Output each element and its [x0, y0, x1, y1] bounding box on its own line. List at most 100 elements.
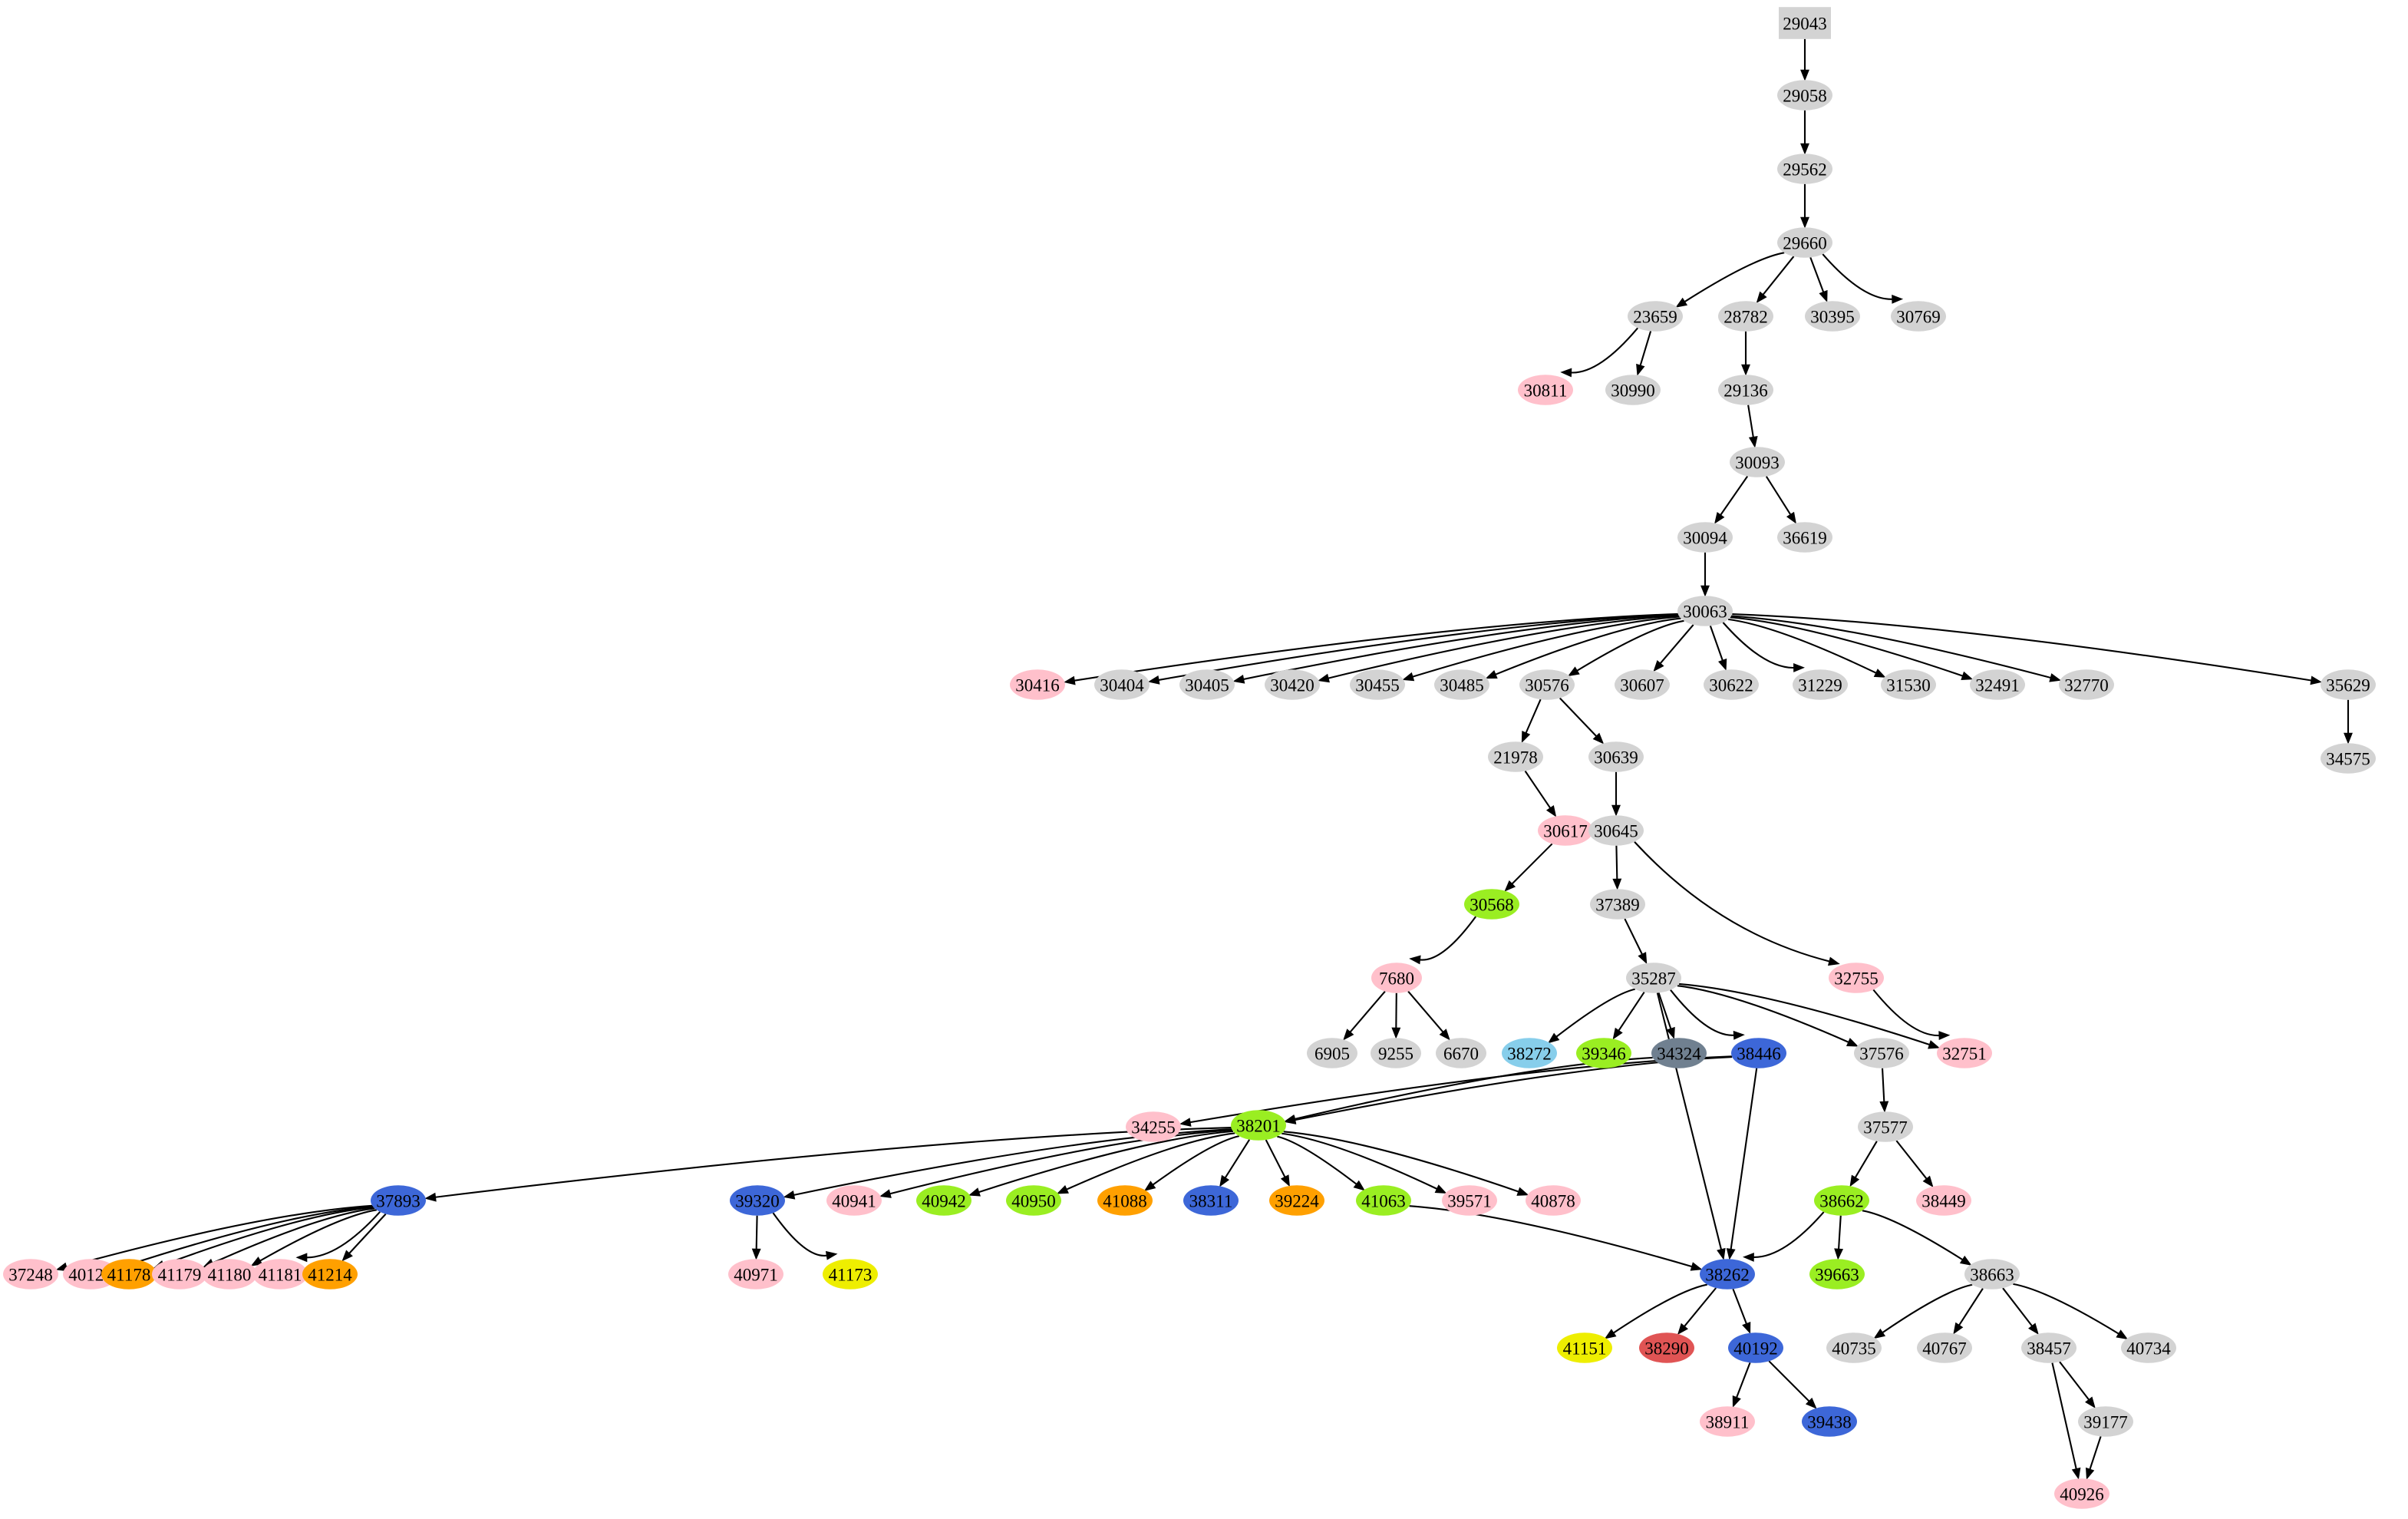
graph-node[interactable]: 39224 — [1269, 1185, 1324, 1216]
graph-node[interactable]: 21978 — [1488, 741, 1543, 772]
graph-node[interactable]: 30420 — [1265, 669, 1320, 700]
node-ellipse-shape[interactable] — [1538, 815, 1593, 846]
graph-node[interactable]: 30811 — [1518, 375, 1573, 405]
graph-node[interactable]: 29562 — [1777, 154, 1832, 184]
graph-node[interactable]: 32755 — [1829, 963, 1884, 993]
node-ellipse-shape[interactable] — [1718, 375, 1773, 405]
graph-node[interactable]: 40192 — [1728, 1332, 1783, 1363]
node-ellipse-shape[interactable] — [1730, 447, 1785, 477]
node-ellipse-shape[interactable] — [1010, 669, 1065, 700]
node-ellipse-shape[interactable] — [1097, 1185, 1153, 1216]
node-ellipse-shape[interactable] — [1588, 741, 1644, 772]
node-ellipse-shape[interactable] — [1937, 1038, 1992, 1068]
node-ellipse-shape[interactable] — [2059, 669, 2114, 700]
node-ellipse-shape[interactable] — [823, 1259, 878, 1289]
node-ellipse-shape[interactable] — [1704, 669, 1759, 700]
node-ellipse-shape[interactable] — [1677, 522, 1733, 553]
graph-node[interactable]: 35629 — [2321, 669, 2376, 700]
graph-node[interactable]: 38911 — [1700, 1406, 1755, 1437]
graph-node[interactable]: 38311 — [1183, 1185, 1239, 1216]
node-ellipse-shape[interactable] — [1434, 669, 1489, 700]
node-ellipse-shape[interactable] — [2021, 1332, 2076, 1363]
node-ellipse-shape[interactable] — [1615, 669, 1670, 700]
graph-node[interactable]: 23659 — [1628, 301, 1683, 332]
node-ellipse-shape[interactable] — [202, 1259, 257, 1289]
graph-node[interactable]: 36619 — [1777, 522, 1832, 553]
node-ellipse-shape[interactable] — [1731, 1038, 1786, 1068]
node-ellipse-shape[interactable] — [1700, 1406, 1755, 1437]
graph-node[interactable]: 39177 — [2078, 1406, 2133, 1437]
node-ellipse-shape[interactable] — [1588, 815, 1644, 846]
graph-node[interactable]: 38290 — [1639, 1332, 1694, 1363]
graph-node[interactable]: 41180 — [202, 1259, 257, 1289]
graph-node[interactable]: 32491 — [1970, 669, 2025, 700]
graph-node[interactable]: 30405 — [1179, 669, 1235, 700]
node-ellipse-shape[interactable] — [1502, 1038, 1557, 1068]
node-ellipse-shape[interactable] — [1728, 1332, 1783, 1363]
graph-node[interactable]: 6670 — [1436, 1038, 1486, 1068]
graph-node[interactable]: 7680 — [1371, 963, 1422, 993]
graph-node[interactable]: 41214 — [302, 1259, 358, 1289]
node-ellipse-shape[interactable] — [1519, 669, 1575, 700]
graph-node[interactable]: 30093 — [1730, 447, 1785, 477]
node-ellipse-shape[interactable] — [1488, 741, 1543, 772]
node-ellipse-shape[interactable] — [1442, 1185, 1497, 1216]
graph-node[interactable]: 38272 — [1502, 1038, 1557, 1068]
node-ellipse-shape[interactable] — [1777, 522, 1832, 553]
graph-node[interactable]: 34324 — [1651, 1038, 1707, 1068]
node-ellipse-shape[interactable] — [302, 1259, 358, 1289]
node-ellipse-shape[interactable] — [916, 1185, 971, 1216]
node-ellipse-shape[interactable] — [1183, 1185, 1239, 1216]
graph-node[interactable]: 29136 — [1718, 375, 1773, 405]
graph-node[interactable]: 40926 — [2054, 1478, 2109, 1509]
graph-node[interactable]: 29660 — [1777, 227, 1832, 258]
graph-node[interactable]: 30639 — [1588, 741, 1644, 772]
graph-node[interactable]: 38662 — [1814, 1185, 1869, 1216]
graph-node[interactable]: 41181 — [252, 1259, 308, 1289]
node-ellipse-shape[interactable] — [1356, 1185, 1411, 1216]
node-ellipse-shape[interactable] — [1006, 1185, 1061, 1216]
node-ellipse-shape[interactable] — [1793, 669, 1848, 700]
graph-node[interactable]: 39571 — [1442, 1185, 1497, 1216]
node-ellipse-shape[interactable] — [1371, 1038, 1421, 1068]
graph-node[interactable]: 40878 — [1526, 1185, 1581, 1216]
node-ellipse-shape[interactable] — [1350, 669, 1405, 700]
graph-node[interactable]: 40942 — [916, 1185, 971, 1216]
graph-node[interactable]: 41179 — [152, 1259, 207, 1289]
node-ellipse-shape[interactable] — [1576, 1038, 1631, 1068]
graph-node[interactable]: 37577 — [1858, 1111, 1913, 1142]
node-ellipse-shape[interactable] — [1265, 669, 1320, 700]
node-ellipse-shape[interactable] — [1700, 1259, 1755, 1289]
graph-node[interactable]: 30576 — [1519, 669, 1575, 700]
graph-node[interactable]: 37576 — [1854, 1038, 1909, 1068]
graph-node[interactable]: 30607 — [1615, 669, 1670, 700]
graph-node[interactable]: 37248 — [3, 1259, 58, 1289]
node-ellipse-shape[interactable] — [1605, 375, 1661, 405]
graph-node[interactable]: 31229 — [1793, 669, 1848, 700]
graph-node[interactable]: 41063 — [1356, 1185, 1411, 1216]
node-ellipse-shape[interactable] — [1307, 1038, 1357, 1068]
node-ellipse-shape[interactable] — [1557, 1332, 1612, 1363]
node-ellipse-shape[interactable] — [1964, 1259, 2020, 1289]
node-ellipse-shape[interactable] — [1718, 301, 1773, 332]
graph-node[interactable]: 30622 — [1704, 669, 1759, 700]
node-box-shape[interactable] — [1779, 7, 1831, 39]
graph-node[interactable]: 30063 — [1677, 596, 1733, 626]
node-ellipse-shape[interactable] — [1677, 596, 1733, 626]
node-ellipse-shape[interactable] — [1126, 1111, 1181, 1142]
node-ellipse-shape[interactable] — [2078, 1406, 2133, 1437]
graph-node[interactable]: 38262 — [1700, 1259, 1755, 1289]
node-ellipse-shape[interactable] — [1436, 1038, 1486, 1068]
graph-node[interactable]: 30568 — [1464, 889, 1519, 920]
graph-node[interactable]: 41088 — [1097, 1185, 1153, 1216]
graph-node[interactable]: 30416 — [1010, 669, 1065, 700]
graph-node[interactable]: 40950 — [1006, 1185, 1061, 1216]
graph-node[interactable]: 9255 — [1371, 1038, 1421, 1068]
node-ellipse-shape[interactable] — [1777, 227, 1832, 258]
graph-node[interactable]: 30617 — [1538, 815, 1593, 846]
graph-node[interactable]: 32770 — [2059, 669, 2114, 700]
graph-node[interactable]: 32751 — [1937, 1038, 1992, 1068]
graph-node[interactable]: 38201 — [1231, 1110, 1286, 1141]
node-ellipse-shape[interactable] — [1809, 1259, 1865, 1289]
graph-node[interactable]: 6905 — [1307, 1038, 1357, 1068]
